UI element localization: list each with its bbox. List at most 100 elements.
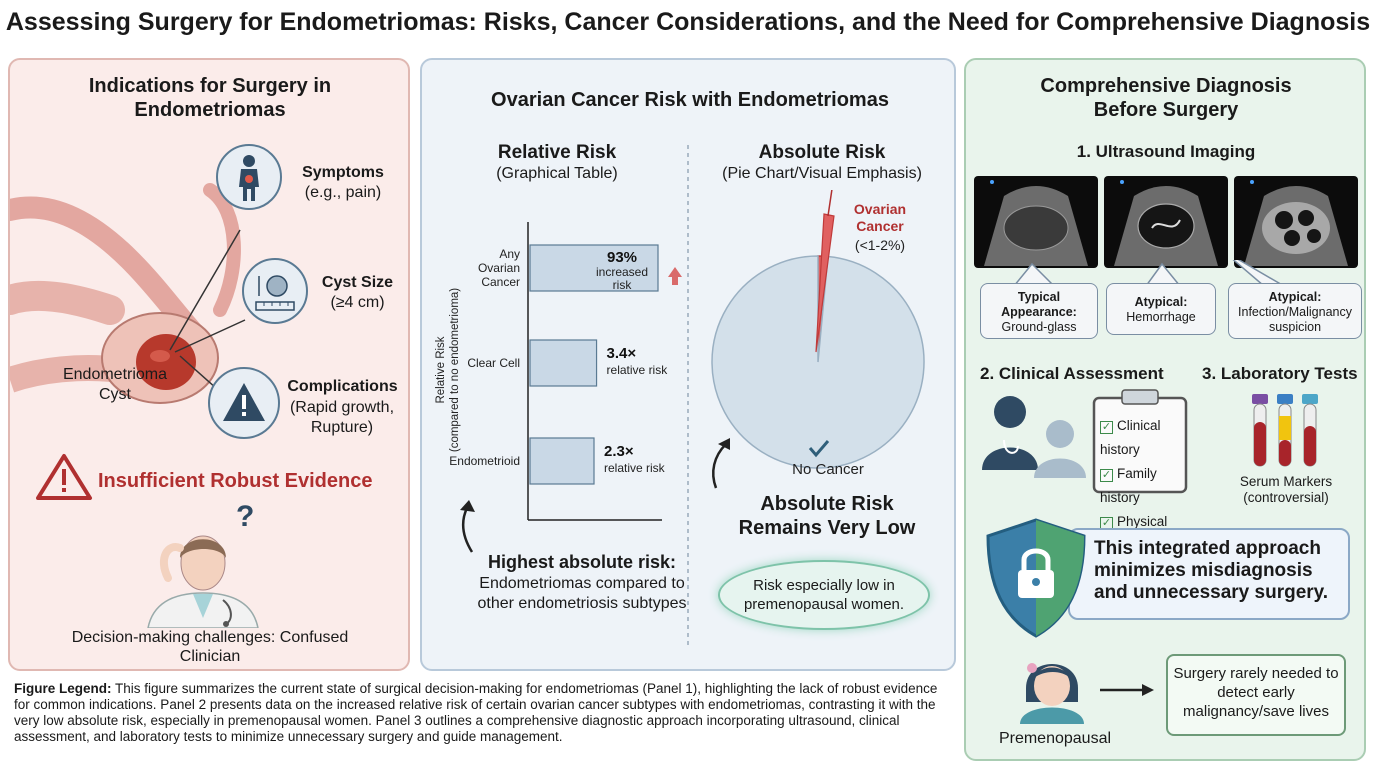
relative-risk-title: Relative Risk (497, 142, 617, 163)
ultrasound-label-malignancy-bold: Atypical: (1268, 290, 1322, 304)
complications-detail: (Rapid growth, Rupture) (289, 399, 395, 436)
question-mark: ? (236, 500, 255, 533)
blood-tubes-icon (1252, 394, 1318, 467)
curved-arrow-right (712, 438, 730, 489)
complications-circle (208, 367, 280, 439)
absolute-risk-title: Absolute Risk (758, 142, 886, 163)
doctor-patient-icon (982, 396, 1086, 478)
data-label-sub: risk (613, 278, 633, 292)
ultrasound-label-typical: Typical Appearance: Ground-glass (980, 283, 1098, 339)
panel-comprehensive-diagnosis: Comprehensive Diagnosis Before Surgery 1… (964, 58, 1366, 761)
category-label: Cancer (481, 275, 520, 289)
integrated-approach-box (1068, 528, 1350, 620)
category-label: Any (499, 247, 520, 261)
cancer-label: Cancer (856, 218, 904, 234)
checklist-item: ✓Clinical history (1100, 414, 1200, 462)
checklist-item-label: Family history (1100, 466, 1157, 505)
ultrasound-label-hemorrhage: Atypical: Hemorrhage (1106, 283, 1216, 335)
data-label-sub: relative risk (604, 461, 666, 475)
symptoms-circle (216, 144, 282, 210)
ultrasound-label-typical-bold: Typical Appearance: (1001, 290, 1077, 319)
ultrasound-label-typical-text: Ground-glass (1001, 320, 1077, 334)
curved-arrow-left (460, 500, 475, 553)
panel1-title: Indications for Surgery in Endometriomas (88, 75, 332, 121)
bar (529, 244, 659, 292)
shield-lock-icon (986, 518, 1086, 638)
complications-title: Complications (287, 378, 398, 395)
data-label: 2.3× (604, 443, 634, 460)
pie-slice (711, 255, 925, 469)
lab-note: (controversial) (1243, 490, 1329, 505)
cancer-label: Ovarian (854, 201, 906, 217)
checklist-item: ✓Family history (1100, 462, 1200, 510)
ultrasound-image-malignancy (1234, 176, 1358, 268)
clinical-assessment-title: 2. Clinical Assessment (980, 364, 1164, 383)
panel-cancer-risk: Ovarian Cancer Risk with Endometriomas R… (420, 58, 956, 671)
bar (529, 437, 595, 485)
highest-risk-title: Highest absolute risk: (487, 552, 677, 572)
confused-clinician-illustration (147, 535, 259, 628)
clinician-caption: Decision-making challenges: Confused Cli… (71, 629, 349, 665)
cancer-leader-line (827, 190, 833, 217)
check-icon: ✓ (1100, 469, 1113, 482)
panel2-divider (687, 145, 689, 645)
pie-slice-highlight (815, 213, 835, 353)
lab-caption: Serum Markers (1239, 474, 1333, 489)
data-label: 3.4× (607, 345, 637, 362)
nocancer-label: No Cancer (792, 461, 864, 478)
absolute-risk-headline: Absolute Risk Remains Very Low (738, 493, 916, 539)
cancer-value: (<1-2%) (855, 237, 905, 253)
evidence-warning-icon (36, 454, 92, 500)
panel-surgery-indications: Indications for Surgery in Endometriomas… (8, 58, 410, 671)
data-label: 93% (607, 249, 637, 266)
uterus-illustration (10, 183, 241, 404)
relative-risk-subtitle: (Graphical Table) (496, 165, 618, 182)
category-label: Clear Cell (467, 356, 520, 370)
ultrasound-label-malignancy-text: Infection/Malignancy suspicion (1238, 305, 1352, 334)
integrated-approach-text: This integrated approach minimizes misdi… (1094, 538, 1329, 603)
bar (529, 339, 598, 387)
cyst-size-title: Cyst Size (321, 274, 394, 291)
check-icon: ✓ (1100, 421, 1113, 434)
conclusion-text: Surgery rarely needed to detect early ma… (1173, 665, 1339, 720)
cyst-size-icon (255, 275, 295, 311)
ultrasound-label-hemorrhage-bold: Atypical: (1134, 295, 1188, 309)
ultrasound-image-typical (974, 176, 1098, 268)
figure-legend-text: This figure summarizes the current state… (14, 681, 938, 744)
figure-legend-label: Figure Legend: (14, 681, 112, 696)
data-label-sub: increased (596, 265, 648, 279)
symptoms-detail: (e.g., pain) (304, 184, 382, 201)
ultrasound-image-hemorrhage (1104, 176, 1228, 268)
ultrasound-label-hemorrhage-text: Hemorrhage (1126, 310, 1196, 324)
checkmark-icon (808, 440, 830, 458)
panel3-title: Comprehensive Diagnosis Before Surgery (1040, 75, 1292, 121)
cyst-size-circle (242, 258, 308, 324)
low-risk-note: Risk especially low in premenopausal wom… (743, 577, 905, 613)
warning-icon (223, 383, 265, 421)
evidence-warning-text: Insufficient Robust Evidence (98, 470, 373, 492)
increase-arrow-icon (668, 267, 682, 285)
arrow-right-icon (1100, 684, 1154, 696)
category-label: Ovarian (478, 261, 520, 275)
data-label-sub: relative risk (607, 363, 669, 377)
conclusion-box (1166, 654, 1346, 736)
page-title: Assessing Surgery for Endometriomas: Ris… (5, 8, 1371, 36)
ultrasound-label-malignancy: Atypical: Infection/Malignancy suspicion (1228, 283, 1362, 339)
nocancer-value: (e.g., 98-99%) (780, 479, 875, 480)
laboratory-tests-title: 3. Laboratory Tests (1202, 364, 1358, 383)
clipboard-icon (1092, 389, 1188, 494)
relative-risk-bar-chart: Relative Risk(compared to no endometriom… (435, 222, 682, 521)
highest-risk-text: Endometriomas compared to other endometr… (477, 575, 687, 612)
y-axis-label: Relative Risk(compared to no endometriom… (435, 288, 461, 452)
premenopausal-label: Premenopausal (998, 730, 1112, 747)
category-label: Endometrioid (449, 454, 520, 468)
premenopausal-woman-icon (1020, 663, 1084, 724)
cyst-label: Endometrioma Cyst (62, 366, 168, 403)
absolute-risk-subtitle: (Pie Chart/Visual Emphasis) (722, 165, 922, 182)
cyst-size-detail: (≥4 cm) (330, 294, 385, 311)
symptoms-title: Symptoms (302, 164, 384, 181)
checklist-item-label: Clinical history (1100, 418, 1161, 457)
low-risk-note-bubble (718, 560, 930, 630)
ultrasound-title: 1. Ultrasound Imaging (1076, 142, 1256, 161)
